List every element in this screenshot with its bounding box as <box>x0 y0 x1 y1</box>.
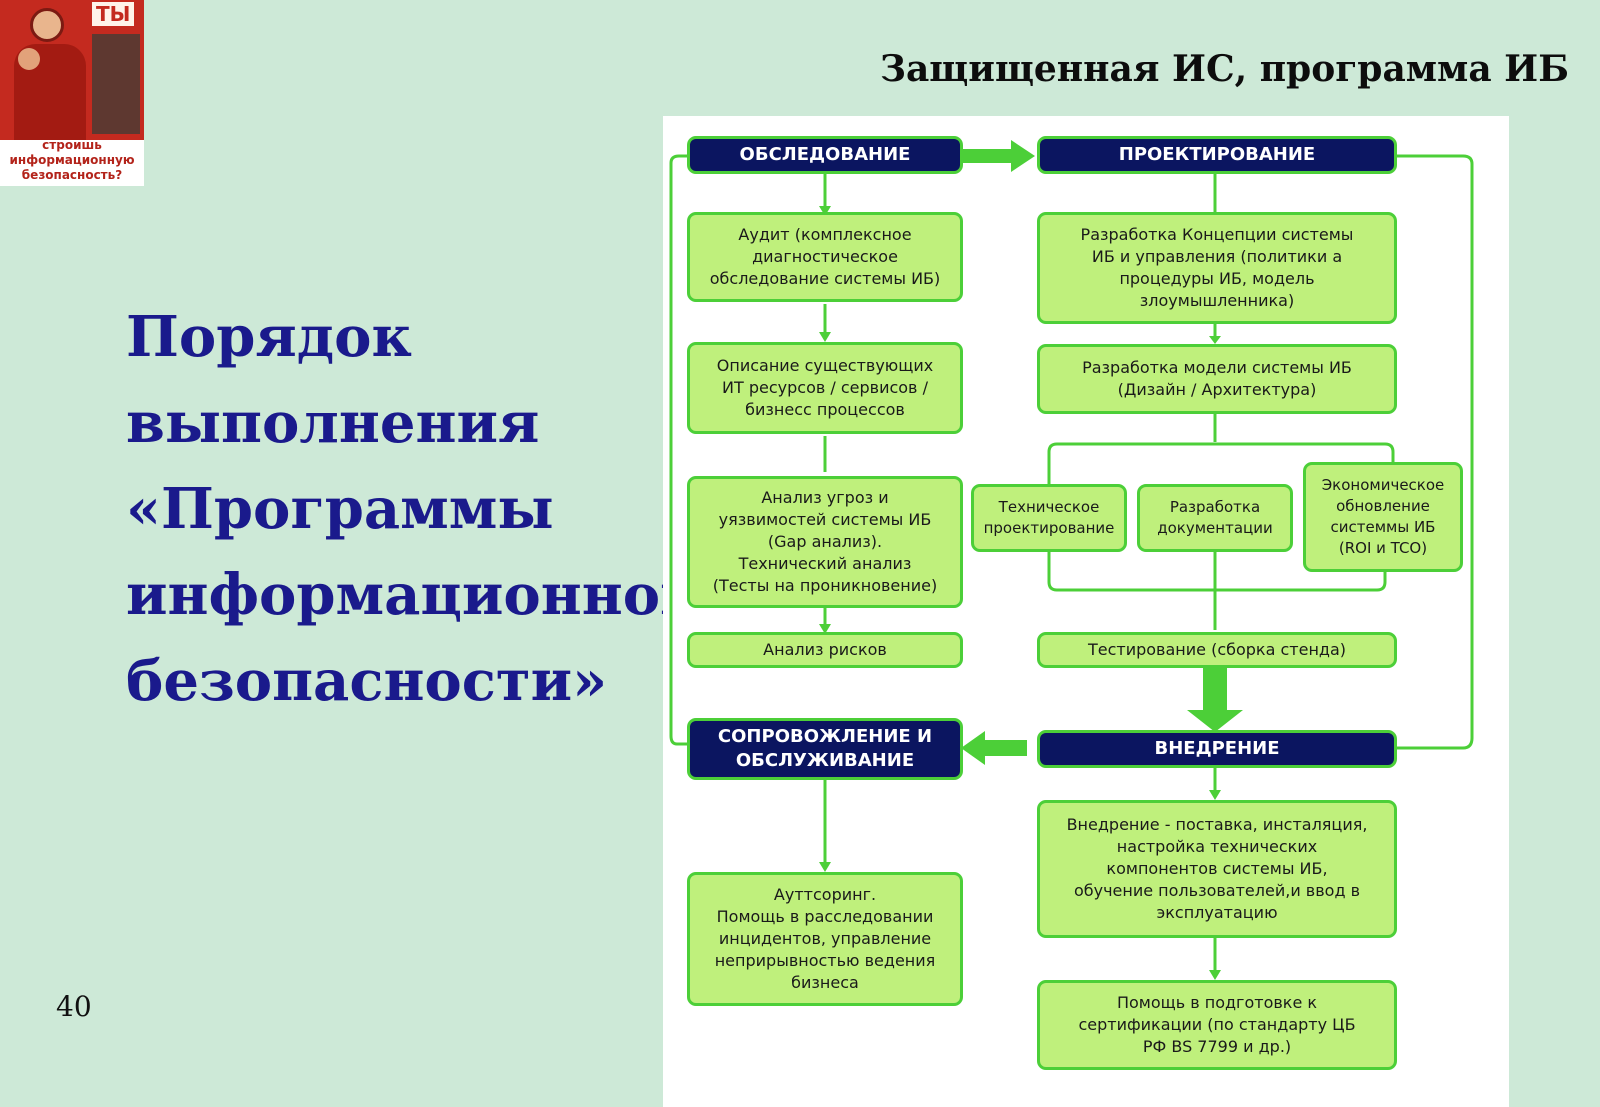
poster-caption: строишь информационную безопасность? <box>9 138 135 182</box>
diagram-connectors <box>669 140 1474 980</box>
flow-arrowhead <box>819 862 831 872</box>
branch-bracket-bottom <box>1047 552 1387 592</box>
branch-economics: Экономическое обновление системмы ИБ (RO… <box>1303 462 1463 572</box>
process-diagram: ОБСЛЕДОВАНИЕ ПРОЕКТИРОВАНИЕ Аудит (компл… <box>663 116 1509 1107</box>
deployment-step-installation: Внедрение - поставка, инсталяция, настро… <box>1037 800 1397 938</box>
page-number: 40 <box>56 990 92 1023</box>
survey-step-resources: Описание существующих ИТ ресурсов / серв… <box>687 342 963 434</box>
deployment-step-certification: Помощь в подготовке к сертификации (по с… <box>1037 980 1397 1070</box>
poster-word: ТЫ <box>92 2 135 26</box>
deployment-to-support-arrow <box>961 731 1027 765</box>
poster-smoke <box>92 34 140 134</box>
design-step-concept: Разработка Концепции системы ИБ и управл… <box>1037 212 1397 324</box>
survey-step-audit: Аудит (комплексное диагностическое обсле… <box>687 212 963 302</box>
survey-step-risk-analysis: Анализ рисков <box>687 632 963 668</box>
flow-arrowhead <box>819 624 831 634</box>
phase-design-header: ПРОЕКТИРОВАНИЕ <box>1037 136 1397 174</box>
survey-to-design-arrow <box>945 140 1035 172</box>
support-step-outsourcing: Ауттсоринг. Помощь в расследовании инцид… <box>687 872 963 1006</box>
flow-arrowhead <box>819 206 831 216</box>
heading-line: Порядок <box>126 304 412 370</box>
branch-documentation: Разработка документации <box>1137 484 1293 552</box>
phase-deployment-header: ВНЕДРЕНИЕ <box>1037 730 1397 768</box>
flow-arrowhead <box>819 332 831 342</box>
loop-left-line <box>669 154 687 746</box>
flow-arrowhead <box>1209 336 1221 344</box>
loop-right-line <box>1395 154 1474 750</box>
branch-technical-design: Техническое проектирование <box>971 484 1127 552</box>
heading-line: выполнения <box>126 390 540 456</box>
testing-to-deployment-arrow <box>1187 668 1243 732</box>
phase-support-header: СОПРОВОЖЛЕНИЕ И ОБСЛУЖИВАНИЕ <box>687 718 963 780</box>
heading-line: информационной <box>126 562 702 628</box>
heading-line: «Программы <box>126 476 554 542</box>
flow-arrowhead <box>1209 790 1221 800</box>
phase-survey-header: ОБСЛЕДОВАНИЕ <box>687 136 963 174</box>
main-heading: Порядок выполнения «Программы информацио… <box>126 294 702 724</box>
poster-figure-hand <box>18 48 40 70</box>
poster-figure-head <box>30 8 64 42</box>
slide-title: Защищенная ИС, программа ИБ <box>880 48 1569 90</box>
flow-arrowhead <box>1209 970 1221 980</box>
poster-image: ТЫ строишь информационную безопасность? <box>0 0 144 186</box>
testing-step: Тестирование (сборка стенда) <box>1037 632 1397 668</box>
branch-bracket-top <box>1047 442 1395 484</box>
heading-line: безопасности» <box>126 648 608 714</box>
design-step-model: Разработка модели системы ИБ (Дизайн / А… <box>1037 344 1397 414</box>
survey-step-threat-analysis: Анализ угроз и уязвимостей системы ИБ (G… <box>687 476 963 608</box>
